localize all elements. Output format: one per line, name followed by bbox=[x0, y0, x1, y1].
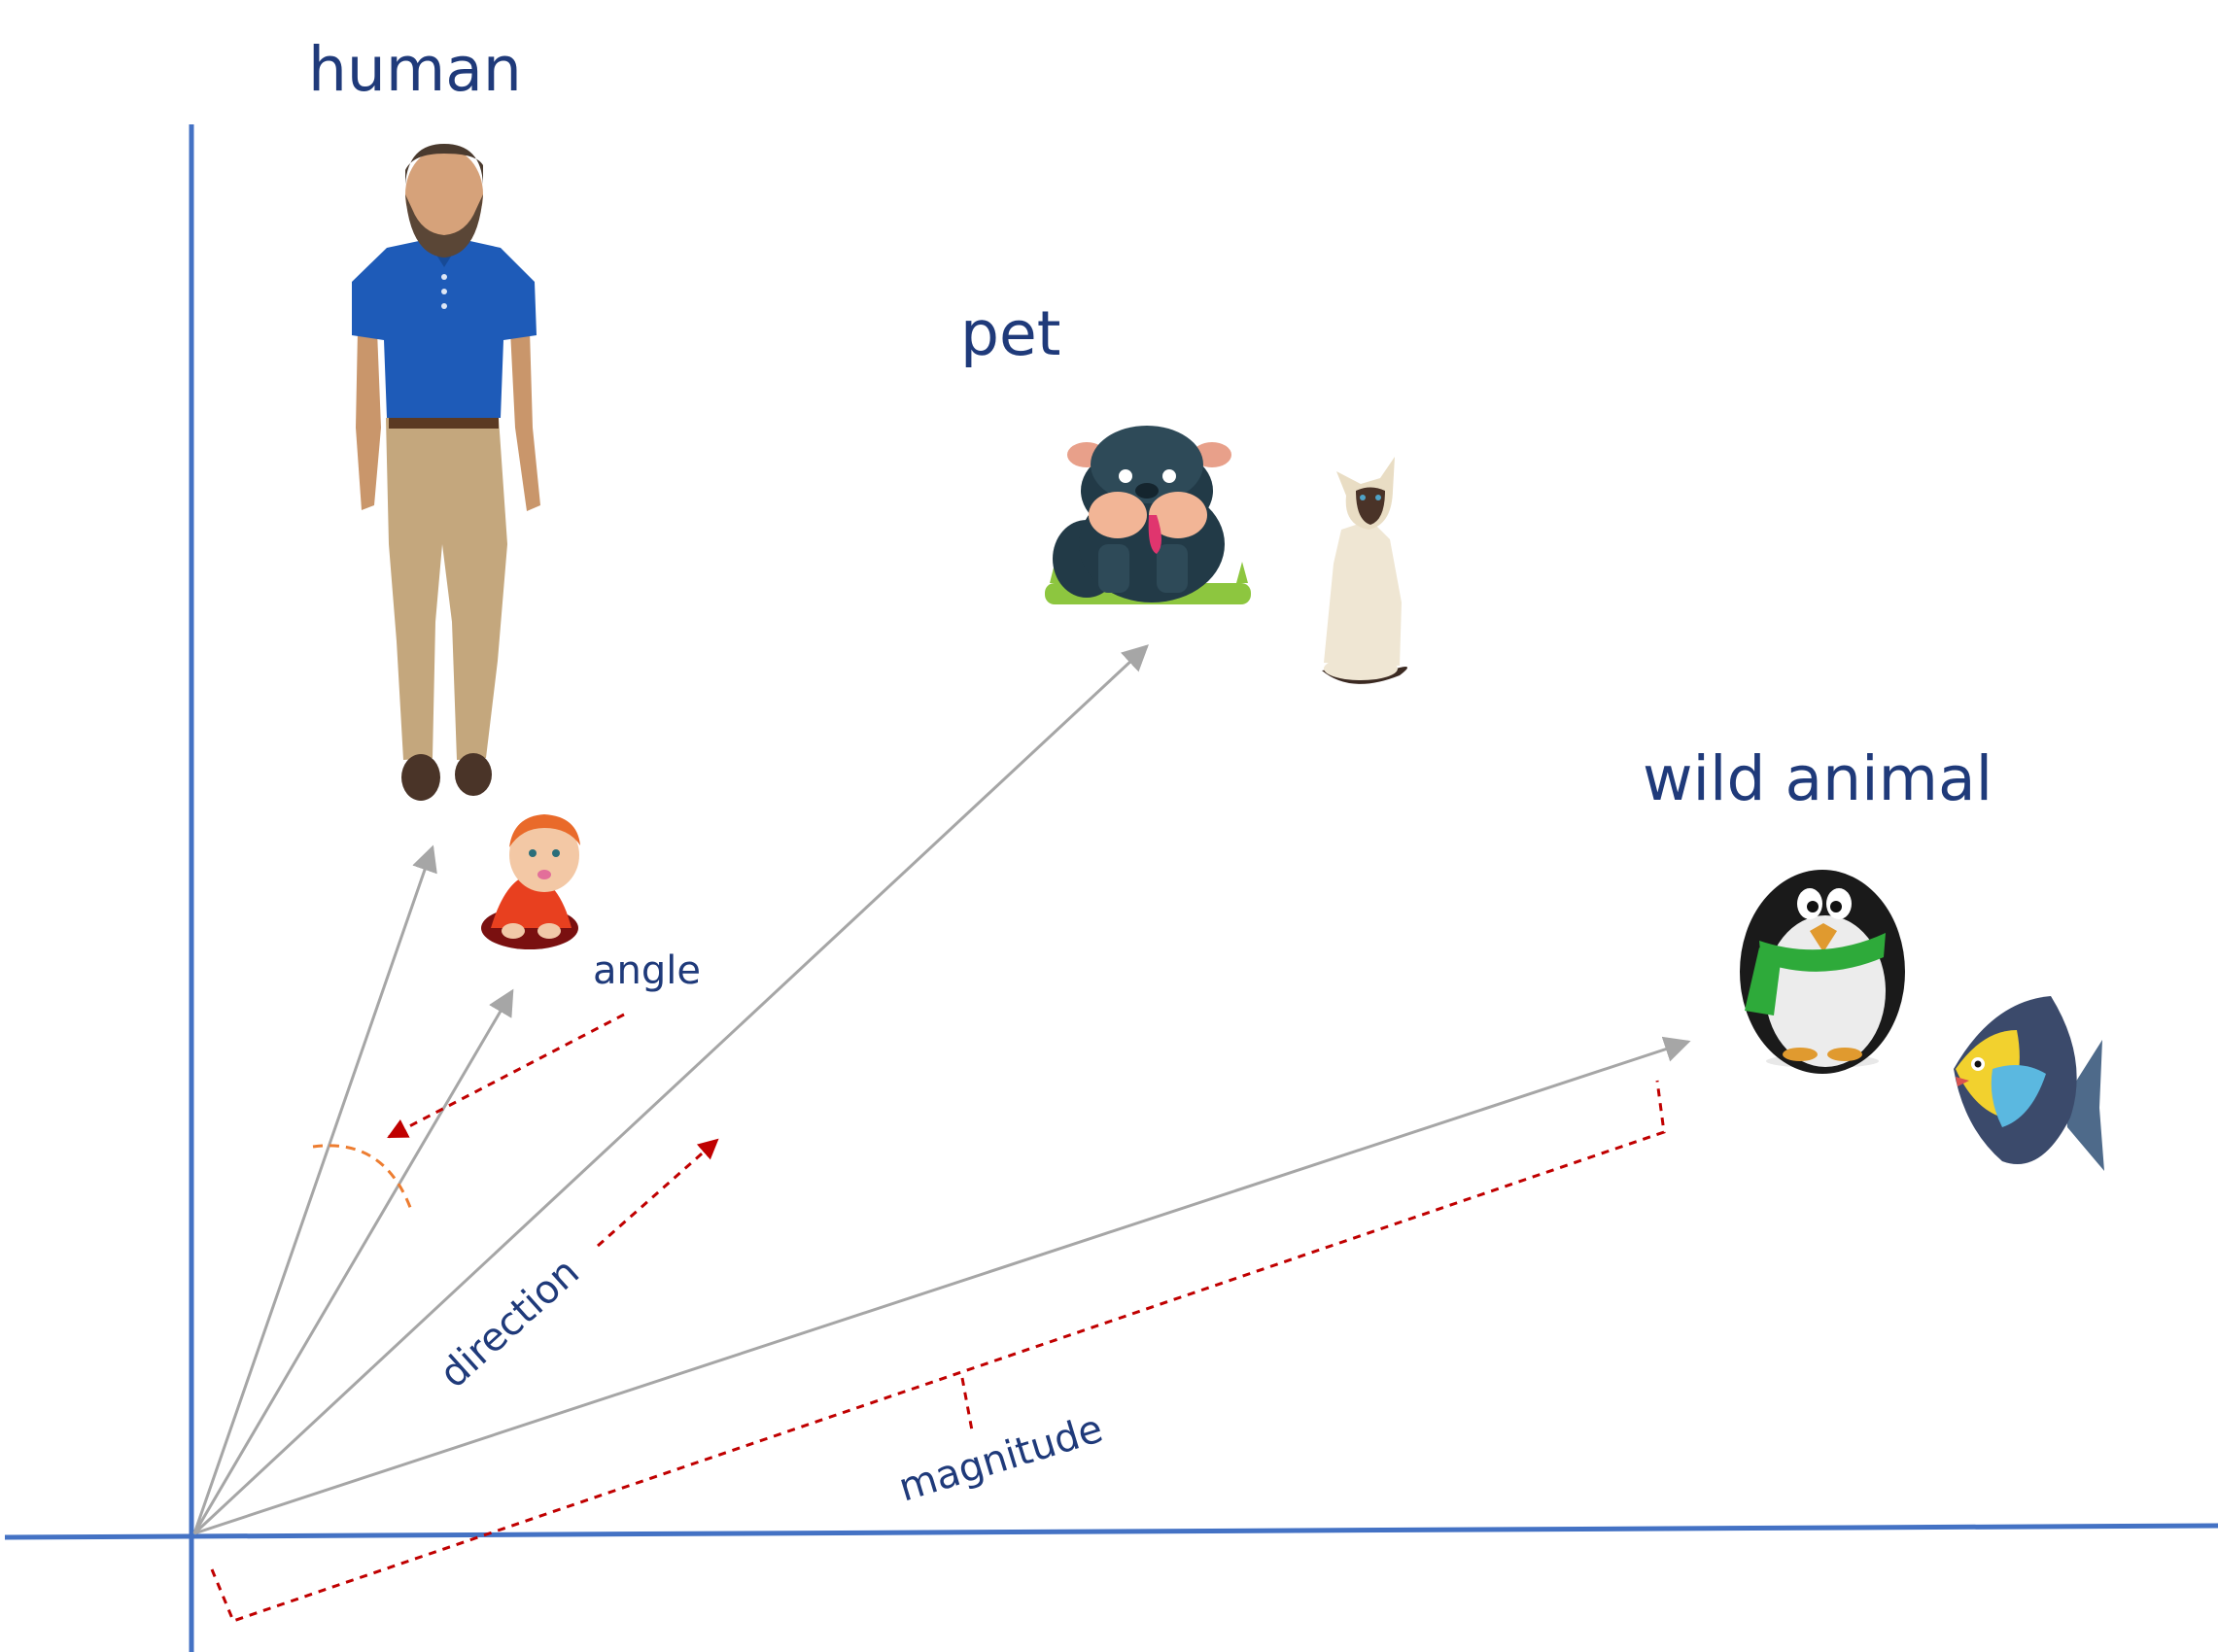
magnitude-label: magnitude bbox=[893, 1406, 1107, 1510]
angle-pointer-arrow bbox=[387, 1013, 625, 1139]
dog-icon bbox=[1045, 426, 1251, 604]
angle-arc bbox=[312, 1144, 413, 1211]
magnitude-bracket bbox=[210, 1080, 1666, 1623]
vector-pet bbox=[192, 644, 1149, 1535]
vectors bbox=[192, 644, 1691, 1535]
baby-icon bbox=[481, 814, 580, 949]
direction-arrow bbox=[597, 1138, 719, 1248]
x-axis bbox=[4, 1523, 2218, 1540]
pet-label: pet bbox=[960, 298, 1060, 369]
cat-icon bbox=[1322, 457, 1407, 684]
human-label: human bbox=[308, 34, 522, 105]
angle-label: angle bbox=[593, 948, 701, 993]
man-icon bbox=[352, 144, 540, 801]
fish-icon bbox=[1954, 996, 2104, 1171]
vector-baby bbox=[192, 988, 514, 1534]
vector-wild-animal bbox=[193, 1036, 1691, 1535]
vector-human bbox=[192, 844, 437, 1534]
direction-label: direction bbox=[432, 1250, 588, 1396]
wild-animal-label: wild animal bbox=[1643, 743, 1993, 814]
penguin-icon bbox=[1740, 870, 1905, 1074]
